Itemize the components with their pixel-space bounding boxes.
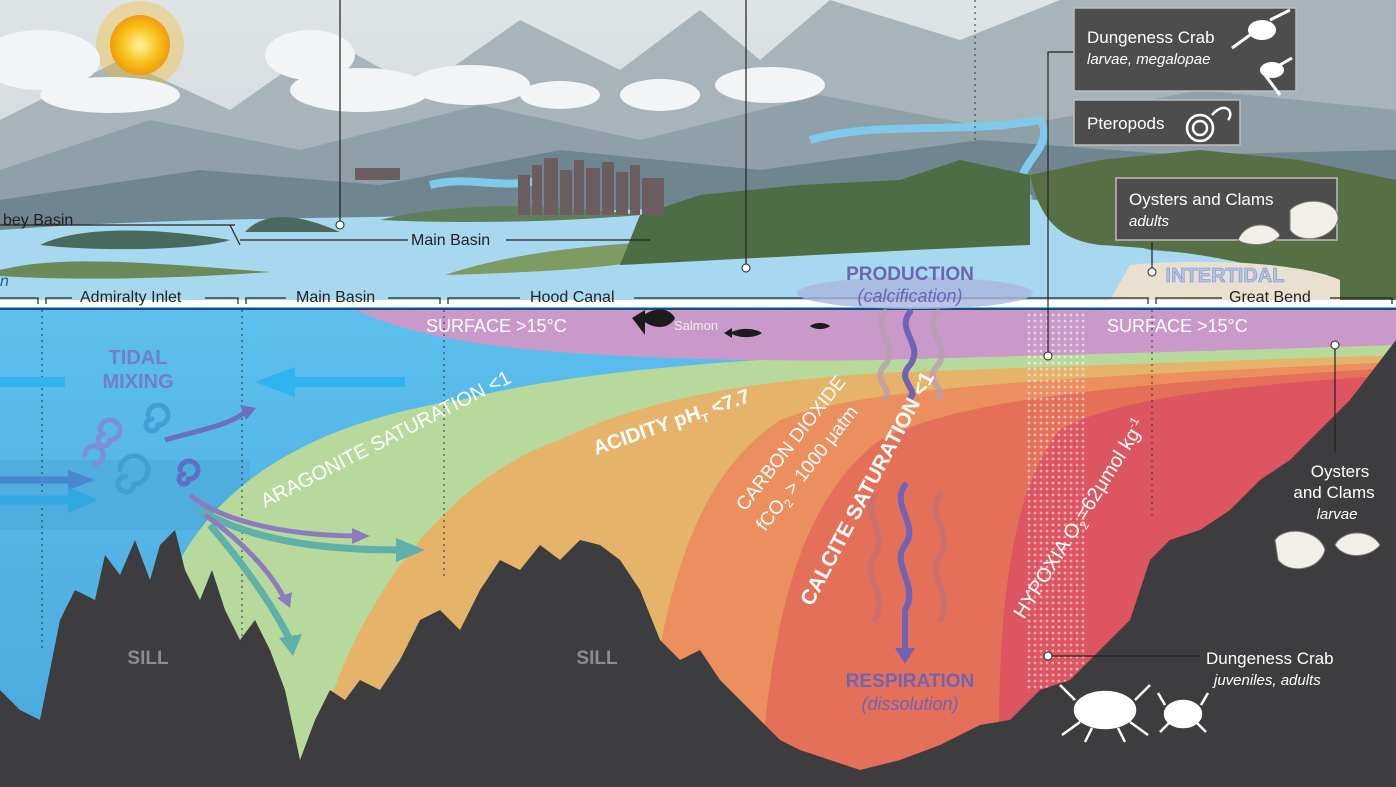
label-oysters-adults-sub: adults — [1129, 213, 1170, 230]
label-sill-left: SILL — [127, 648, 169, 669]
label-oyster-larvae-1: Oysters — [1311, 462, 1370, 481]
label-surface-left: SURFACE >15°C — [426, 316, 567, 336]
label-calcification: (calcification) — [857, 286, 962, 306]
label-sill-right: SILL — [576, 648, 618, 669]
label-respiration: RESPIRATION — [846, 671, 974, 692]
label-admiralty-inlet: Admiralty Inlet — [80, 289, 182, 306]
sun-icon — [96, 1, 184, 89]
label-tidal: TIDAL — [109, 347, 168, 369]
label-main-basin: Main Basin — [296, 289, 375, 306]
label-upper-left-basin: bey Basin — [3, 212, 73, 229]
label-great-bend: Great Bend — [1229, 289, 1311, 306]
label-hood-canal: Hood Canal — [530, 289, 615, 306]
label-oysters-adults-title: Oysters and Clams — [1129, 190, 1274, 209]
label-surface-right: SURFACE >15°C — [1107, 316, 1248, 336]
label-crab-larvae-sub: larvae, megalopae — [1087, 51, 1210, 68]
label-crab-larvae-title: Dungeness Crab — [1087, 28, 1215, 47]
label-crab-adult-title: Dungeness Crab — [1206, 649, 1334, 668]
label-oyster-larvae-3: larvae — [1317, 506, 1358, 523]
label-salmon: Salmon — [674, 318, 718, 333]
label-oyster-larvae-2: and Clams — [1293, 483, 1374, 502]
label-intertidal: INTERTIDAL — [1166, 265, 1285, 287]
label-dissolution: (dissolution) — [861, 694, 958, 714]
label-crab-adult-sub: juveniles, adults — [1212, 672, 1321, 689]
label-left-cut: n — [0, 273, 9, 290]
label-pteropods: Pteropods — [1087, 114, 1165, 133]
label-upper-main-basin: Main Basin — [411, 232, 490, 249]
label-mixing: MIXING — [102, 371, 173, 393]
label-production: PRODUCTION — [846, 264, 974, 285]
